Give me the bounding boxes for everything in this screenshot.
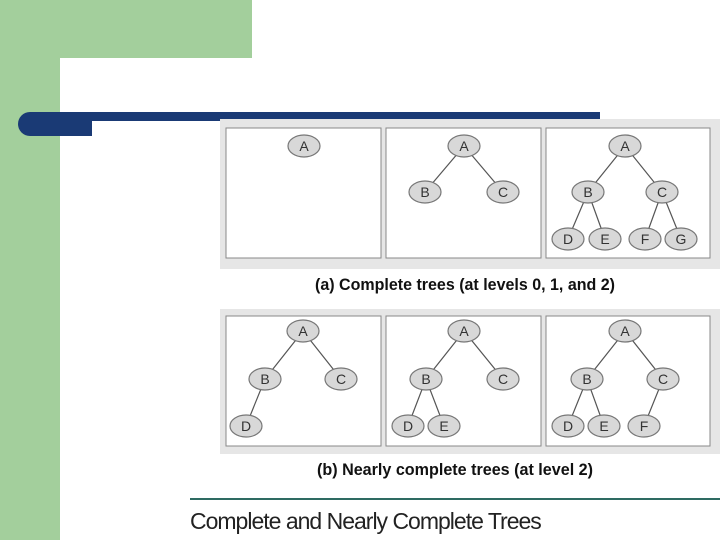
tree-node-label: E <box>600 231 609 247</box>
tree-node-label: B <box>260 371 269 387</box>
tree-node <box>551 414 585 438</box>
tree-node <box>664 227 698 251</box>
tree-node-label: C <box>336 371 346 387</box>
tree-node <box>486 367 520 391</box>
tree-node-label: D <box>403 418 413 434</box>
caption-rule <box>190 498 720 500</box>
title-rule-stub <box>60 121 88 136</box>
tree-node-label: B <box>582 371 591 387</box>
tree-node <box>229 414 263 438</box>
tree-node <box>486 180 520 204</box>
tree-node-label: G <box>676 231 687 247</box>
tree-node-label: A <box>459 323 469 339</box>
tree-node <box>627 414 661 438</box>
title-rule <box>90 112 600 121</box>
tree-node <box>645 180 679 204</box>
tree-node <box>447 319 481 343</box>
tree-node <box>427 414 461 438</box>
tree-node <box>587 414 621 438</box>
tree-node <box>551 227 585 251</box>
tree-node <box>570 367 604 391</box>
tree-node <box>608 319 642 343</box>
tree-node <box>588 227 622 251</box>
tree-node-label: A <box>298 323 308 339</box>
tree-node <box>646 367 680 391</box>
figure-title: Complete and Nearly Complete Trees <box>190 508 542 534</box>
tree-node <box>324 367 358 391</box>
tree-node <box>287 134 321 158</box>
tree-node-label: C <box>658 371 668 387</box>
tree-node-label: C <box>498 184 508 200</box>
tree-node-label: A <box>620 323 630 339</box>
tree-node <box>408 180 442 204</box>
tree-node-label: E <box>599 418 608 434</box>
tree-node-label: B <box>420 184 429 200</box>
tree-node <box>628 227 662 251</box>
tree-node-label: F <box>641 231 650 247</box>
tree-node-label: A <box>459 138 469 154</box>
left-green-bar <box>0 0 60 540</box>
tree-node <box>248 367 282 391</box>
tree-node <box>391 414 425 438</box>
tree-node <box>447 134 481 158</box>
tree-node <box>286 319 320 343</box>
tree-node-label: A <box>620 138 630 154</box>
tree-node-label: A <box>299 138 309 154</box>
tree-node-label: D <box>563 418 573 434</box>
tree-node-label: B <box>583 184 592 200</box>
caption-complete-trees: (a) Complete trees (at levels 0, 1, and … <box>315 275 615 294</box>
tree-node <box>571 180 605 204</box>
tree-node-label: B <box>421 371 430 387</box>
tree-node-label: D <box>241 418 251 434</box>
caption-nearly-complete-trees: (b) Nearly complete trees (at level 2) <box>317 460 593 479</box>
tree-node-label: D <box>563 231 573 247</box>
tree-node-label: F <box>640 418 649 434</box>
top-green-block <box>0 0 252 58</box>
tree-node <box>608 134 642 158</box>
tree-node-label: E <box>439 418 448 434</box>
tree-node-label: C <box>657 184 667 200</box>
tree-node-label: C <box>498 371 508 387</box>
tree-node <box>409 367 443 391</box>
